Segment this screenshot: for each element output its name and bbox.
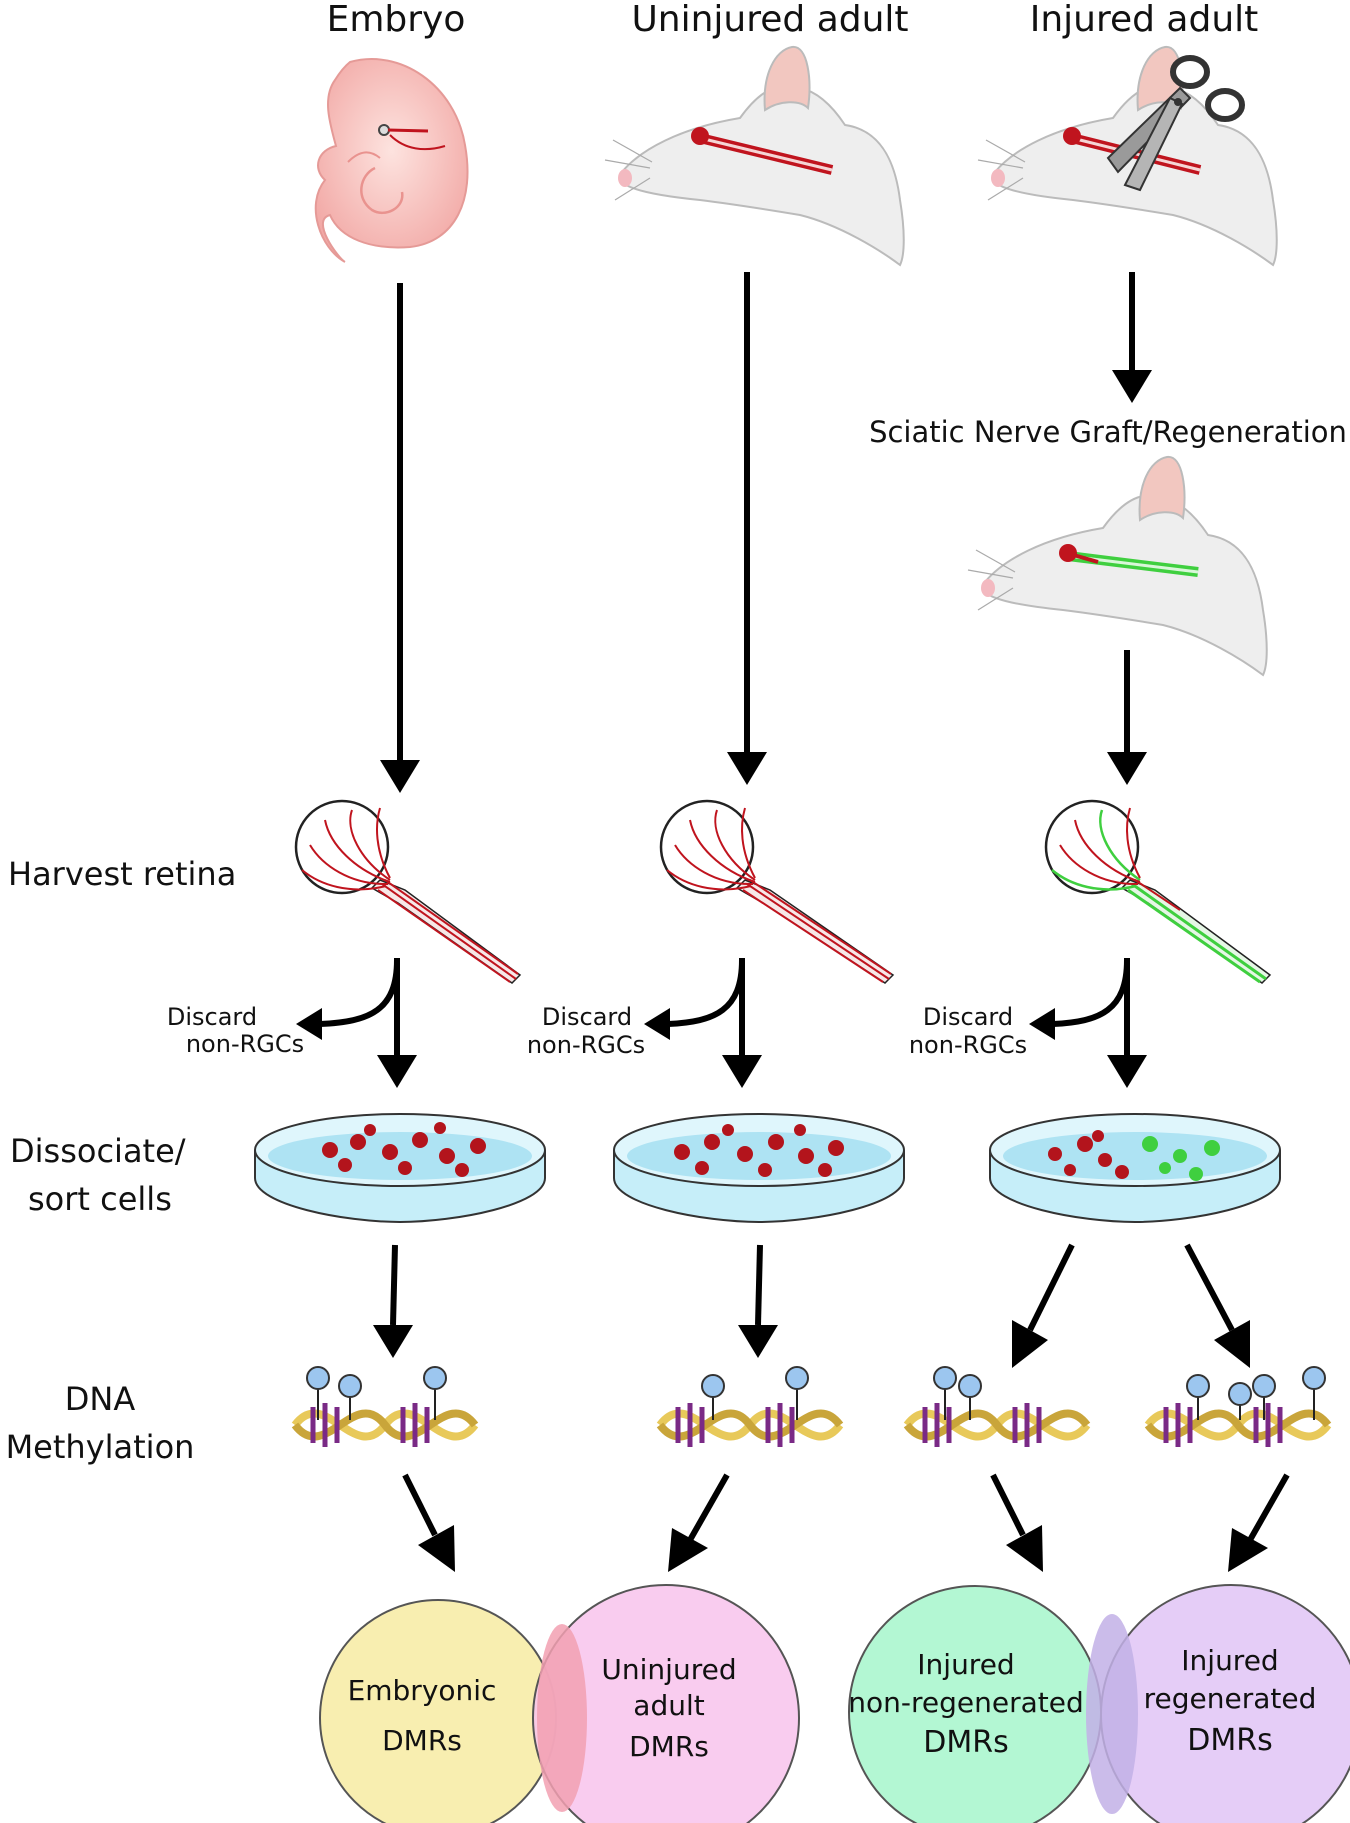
column-title-uninjured: Uninjured adult bbox=[631, 0, 908, 40]
arrow-dna-to-venn-regen bbox=[1247, 1473, 1290, 1542]
venn-label-nonregen: Injured bbox=[917, 1648, 1014, 1681]
step-label-methylation: Methylation bbox=[6, 1428, 195, 1466]
arrow-dish-to-dna-nonregen bbox=[1027, 1243, 1075, 1332]
rat-uninjured-illustration bbox=[604, 46, 905, 267]
column-title-injured: Injured adult bbox=[1030, 0, 1259, 40]
discard-sublabel-embryo: non-RGCs bbox=[186, 1030, 304, 1058]
venn-label-embryonic: Embryonic bbox=[348, 1674, 497, 1707]
dna-helix-nonregen bbox=[903, 1366, 1091, 1447]
arrow-dish-to-dna-uninjured bbox=[755, 1244, 763, 1326]
discard-branch-uninjured bbox=[644, 958, 762, 1088]
dna-helix-embryo bbox=[291, 1366, 479, 1447]
graft-label: Sciatic Nerve Graft/Regeneration bbox=[869, 415, 1347, 449]
retina-embryo bbox=[294, 799, 522, 984]
venn-label-nonregen-dmrs: DMRs bbox=[923, 1725, 1008, 1760]
rat-grafted-illustration bbox=[967, 456, 1268, 677]
retina-injured bbox=[1044, 799, 1272, 984]
step-label-sort: sort cells bbox=[28, 1180, 172, 1218]
discard-label-injured: Discard bbox=[923, 1003, 1013, 1031]
arrowhead bbox=[418, 1525, 455, 1572]
discard-branch-injured bbox=[1029, 958, 1147, 1088]
petri-dish-embryo bbox=[254, 1113, 546, 1224]
discard-branch-embryo bbox=[296, 958, 417, 1088]
petri-dish-injured bbox=[989, 1113, 1281, 1224]
venn-right bbox=[848, 1584, 1350, 1823]
arrow-dna-to-venn-uninjured bbox=[687, 1473, 730, 1542]
venn-label-uninjured-adult: adult bbox=[633, 1689, 704, 1722]
step-label-harvest: Harvest retina bbox=[8, 855, 236, 893]
arrow-dna-to-venn-embryo bbox=[402, 1473, 438, 1537]
discard-sublabel-uninjured: non-RGCs bbox=[527, 1031, 645, 1059]
venn-label-uninjured: Uninjured bbox=[601, 1653, 736, 1686]
step-label-dna: DNA bbox=[65, 1380, 136, 1418]
discard-sublabel-injured: non-RGCs bbox=[909, 1031, 1027, 1059]
venn-label-regen-dmrs: DMRs bbox=[1187, 1723, 1272, 1758]
venn-label-nonregen-sub: non-regenerated bbox=[848, 1686, 1083, 1719]
arrowhead bbox=[1112, 370, 1152, 403]
venn-label-regen: Injured bbox=[1181, 1644, 1278, 1677]
arrowhead bbox=[738, 1325, 778, 1358]
arrowhead bbox=[1006, 1525, 1043, 1572]
scissors-icon bbox=[1106, 55, 1245, 192]
arrowhead bbox=[373, 1325, 413, 1358]
retina-uninjured bbox=[659, 799, 895, 984]
dna-helix-regen bbox=[1144, 1366, 1332, 1447]
discard-label-embryo: Discard bbox=[167, 1003, 257, 1031]
venn-label-embryonic-dmrs: DMRs bbox=[382, 1724, 462, 1757]
arrowhead bbox=[380, 760, 420, 793]
venn-left bbox=[319, 1584, 800, 1823]
embryo-illustration bbox=[314, 58, 469, 263]
arrow-dish-to-dna-embryo bbox=[390, 1244, 398, 1326]
venn-label-uninjured-dmrs: DMRs bbox=[629, 1730, 709, 1763]
petri-dish-uninjured bbox=[613, 1113, 905, 1224]
step-label-dissociate: Dissociate/ bbox=[10, 1132, 186, 1170]
column-title-embryo: Embryo bbox=[327, 0, 466, 40]
discard-label-uninjured: Discard bbox=[542, 1003, 632, 1031]
arrowhead bbox=[1012, 1320, 1048, 1368]
venn-label-regen-sub: regenerated bbox=[1144, 1682, 1317, 1715]
arrow-dish-to-dna-regen bbox=[1184, 1243, 1235, 1332]
arrowhead bbox=[1214, 1320, 1250, 1368]
arrowhead bbox=[1228, 1528, 1268, 1572]
arrowhead bbox=[668, 1528, 708, 1572]
arrow-dna-to-venn-nonregen bbox=[990, 1473, 1026, 1537]
arrowhead bbox=[1107, 752, 1147, 785]
dna-helix-uninjured bbox=[656, 1366, 844, 1447]
arrowhead bbox=[727, 752, 767, 785]
